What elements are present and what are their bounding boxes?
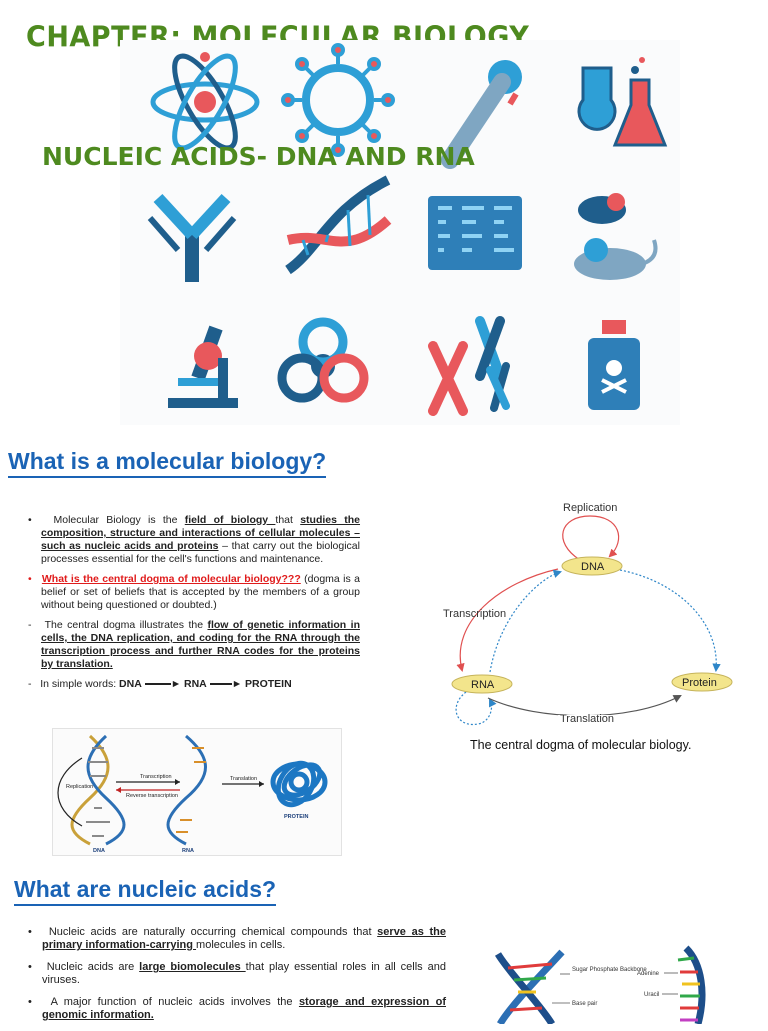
virus-icon bbox=[281, 43, 395, 157]
replication-label: Replication bbox=[66, 784, 93, 790]
molecular-biology-bullets: • Molecular Biology is the field of biol… bbox=[28, 514, 360, 698]
subtitle: NUCLEIC ACIDS- DNA AND RNA bbox=[42, 142, 475, 171]
translation-label: Translation bbox=[230, 776, 257, 782]
poison-bottle-icon bbox=[588, 320, 640, 410]
dna-rna-protein-diagram: Replication Transcription Reverse transc… bbox=[52, 728, 342, 856]
test-tube-icon bbox=[441, 60, 522, 169]
protein-node bbox=[671, 672, 733, 692]
protein-illustration bbox=[270, 760, 328, 808]
list-item: - In simple words: DNA ► RNA ► PROTEIN bbox=[28, 678, 292, 690]
dna-double-helix bbox=[494, 949, 565, 1024]
dna-label: DNA bbox=[93, 848, 105, 854]
transcription-label: Transcription bbox=[443, 608, 506, 620]
replication-label: Replication bbox=[563, 502, 617, 514]
list-item: • A major function of nucleic acids invo… bbox=[28, 996, 446, 1021]
transcription-arrow bbox=[456, 568, 559, 673]
translation-label: Translation bbox=[560, 713, 614, 725]
rna-node-label: RNA bbox=[471, 679, 495, 691]
list-item: • What is the central dogma of molecular… bbox=[28, 573, 360, 611]
adenine-label: Adenine bbox=[637, 971, 660, 977]
flasks-icon bbox=[577, 57, 668, 147]
rna-node bbox=[451, 674, 513, 694]
section-heading-nucleic-acids: What are nucleic acids? bbox=[14, 876, 277, 906]
reverse-transcription-label: Reverse transcription bbox=[126, 793, 178, 799]
section-heading-molecular-biology: What is a molecular biology? bbox=[8, 448, 327, 478]
list-item: • Nucleic acids are large biomolecules t… bbox=[28, 961, 446, 986]
dna-helix-icon bbox=[285, 175, 392, 275]
rna-label: RNA bbox=[182, 848, 194, 854]
dna-node bbox=[561, 556, 623, 576]
rna-replication-arrow bbox=[455, 691, 497, 726]
microscope-icon bbox=[168, 325, 238, 408]
biohazard-icon bbox=[277, 317, 369, 403]
rna-single-strand bbox=[677, 945, 706, 1024]
rna-strand-illustration bbox=[166, 734, 207, 846]
base-pair-label: Base pair bbox=[572, 1001, 597, 1007]
dogma-caption: The central dogma of molecular biology. bbox=[470, 738, 692, 752]
dna-node-label: DNA bbox=[581, 561, 605, 573]
replication-arrow bbox=[562, 515, 620, 561]
chromosomes-icon bbox=[428, 316, 510, 416]
dna-rna-structure-diagram: Sugar Phosphate Backbone Base pair Adeni… bbox=[494, 945, 706, 1024]
dna-helix-illustration bbox=[70, 734, 126, 846]
central-dogma-diagram: Replication Transcription Translation DN… bbox=[443, 502, 733, 729]
protein-node-label: Protein bbox=[682, 677, 717, 689]
gel-electrophoresis-icon bbox=[428, 196, 522, 270]
transcription-label: Transcription bbox=[140, 774, 172, 780]
uracil-label: Uracil bbox=[644, 992, 659, 998]
science-icon-grid bbox=[120, 40, 680, 425]
reverse-transcription-arrow bbox=[489, 569, 563, 673]
list-item: • Molecular Biology is the field of biol… bbox=[28, 514, 361, 565]
list-item: • Nucleic acids are naturally occurring … bbox=[28, 926, 446, 951]
sugar-phosphate-label: Sugar Phosphate Backbone bbox=[572, 967, 647, 973]
nucleic-acids-bullets: • Nucleic acids are naturally occurring … bbox=[28, 926, 446, 1031]
list-item: - The central dogma illustrates the flow… bbox=[28, 619, 360, 670]
antibody-icon bbox=[147, 193, 237, 282]
protein-label: PROTEIN bbox=[284, 814, 308, 820]
lab-mice-icon bbox=[574, 193, 658, 280]
dna-to-protein-arrow bbox=[619, 569, 721, 673]
